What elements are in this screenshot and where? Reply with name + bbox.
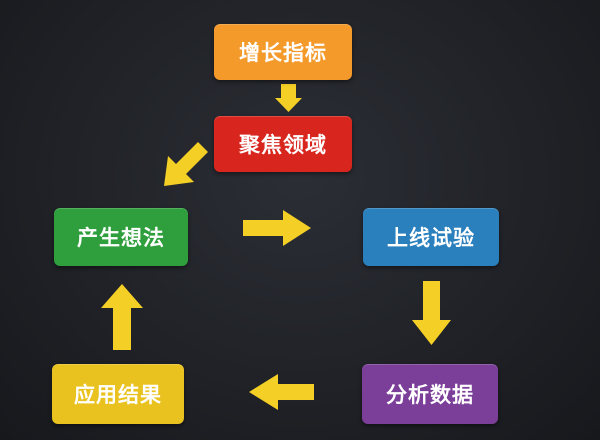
node-growth-metric: 增长指标 (214, 24, 352, 80)
node-apply-results: 应用结果 (52, 364, 184, 424)
arrow-growth-to-focus (275, 84, 302, 112)
node-label: 分析数据 (386, 383, 474, 407)
node-generate-ideas: 产生想法 (54, 208, 188, 266)
node-label: 上线试验 (387, 226, 475, 250)
node-label: 应用结果 (74, 383, 162, 407)
arrow-ideas-to-launch (243, 210, 311, 246)
node-analyze-data: 分析数据 (362, 364, 498, 424)
arrow-analyze-to-apply (249, 374, 314, 410)
node-label: 聚焦领域 (239, 133, 327, 157)
node-label: 增长指标 (239, 41, 327, 65)
node-launch-experiment: 上线试验 (363, 208, 499, 266)
arrow-apply-to-ideas (101, 284, 143, 350)
node-label: 产生想法 (77, 226, 165, 250)
arrow-focus-to-ideas (164, 142, 208, 186)
arrow-launch-to-analyze (412, 281, 451, 345)
node-focus-area: 聚焦领域 (214, 116, 352, 172)
